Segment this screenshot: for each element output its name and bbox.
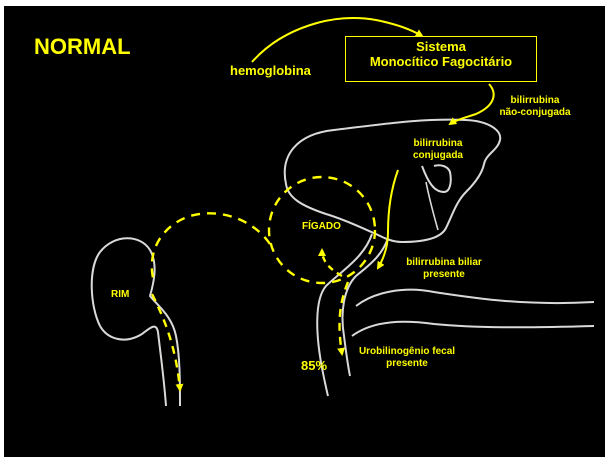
label-bilirrubina-nao-conjugada: bilirrubina não-conjugada <box>472 95 598 118</box>
gallbladder-outline <box>422 165 451 192</box>
dashed-liver-to-kidney <box>152 213 270 282</box>
label-rim: RIM <box>111 289 129 301</box>
bbp-line2: presente <box>392 269 496 281</box>
slide: NORMAL hemoglobina Sistema Monocítico Fa… <box>4 6 605 457</box>
intestine-upper-line <box>356 290 594 306</box>
smf-line1: Sistema <box>345 40 537 55</box>
intestine-lower-line <box>352 322 594 336</box>
uro-line2: presente <box>344 358 470 370</box>
label-bilirrubina-conjugada: bilirrubina conjugada <box>388 138 488 161</box>
kidney-outline <box>92 238 180 406</box>
label-bilirrubina-biliar: bilirrubina biliar presente <box>392 257 496 280</box>
bnc-line2: não-conjugada <box>472 107 598 119</box>
dashed-intestine-to-liver <box>322 250 342 276</box>
kidney-lower-outline <box>100 326 166 406</box>
bnc-line1: bilirrubina <box>472 95 598 107</box>
smf-line2: Monocítico Fagocitário <box>345 55 537 70</box>
bbp-line1: bilirrubina biliar <box>392 257 496 269</box>
bc-line2: conjugada <box>388 150 488 162</box>
uro-line1: Urobilinogênio fecal <box>344 346 470 358</box>
label-sistema-monocitico: Sistema Monocítico Fagocitário <box>345 40 537 70</box>
dashed-kidney-down <box>152 294 180 390</box>
bc-line1: bilirrubina <box>388 138 488 150</box>
label-hemoglobina: hemoglobina <box>230 64 311 79</box>
label-urobilinogenio: Urobilinogênio fecal presente <box>344 346 470 369</box>
label-figado: FÍGADO <box>302 221 341 233</box>
slide-title: NORMAL <box>34 34 131 59</box>
label-percent: 85% <box>301 359 327 374</box>
